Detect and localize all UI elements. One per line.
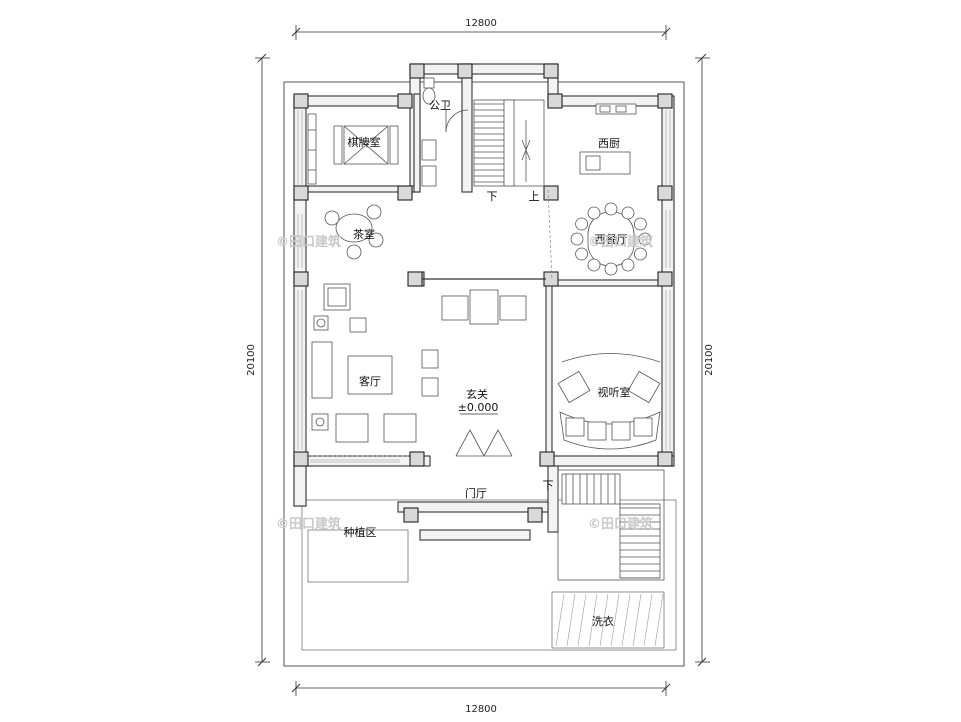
dining-table [570,202,652,276]
dining-chair [575,217,588,231]
hatch-line [588,593,598,647]
foyer-level-mark: ±0.000 [458,401,499,414]
dimension-top-text: 12800 [465,18,497,29]
dining-chair [638,232,652,246]
dining-chair [604,202,618,216]
av-room-seats [557,353,661,450]
room-label-tea-room: 茶室 [353,227,375,241]
room-label-chess-room: 棋牌室 [348,135,381,149]
dimension-bottom: 12800 [291,681,671,715]
hatch-line [654,593,664,647]
living-room-furniture [311,271,546,443]
yard-inner-boundary [301,499,677,651]
lower-staircase [557,469,665,581]
chess-table [307,113,399,185]
stair-down-label: 下 [487,190,498,203]
dining-chair [634,247,647,261]
main-staircase [473,99,545,187]
dimension-bottom-text: 12800 [465,704,497,715]
hatch-line [555,593,565,647]
dining-chair [621,206,635,220]
hatch-line [621,593,631,647]
room-label-laundry: 洗衣 [592,614,614,628]
room-label-entrance-hall: 门厅 [465,486,487,500]
wc-fixtures [421,77,469,187]
room-label-av-room: 视听室 [598,385,631,399]
watermark-4: ©田口建筑 [588,516,653,532]
dining-chair [621,258,635,272]
room-label-western-dining: 西餐厅 [595,232,628,246]
laundry-area [551,591,665,649]
site-boundary [283,81,685,667]
stair-up-label: 上 [529,190,540,203]
hatch-line [632,593,642,647]
dimension-right: 20100 [695,53,715,667]
hatch-line [610,593,620,647]
planting-bed [307,529,409,583]
hatch-line [566,593,576,647]
hatch-line [577,593,587,647]
room-label-western-kitchen: 西厨 [598,137,620,150]
hatch-line [599,593,609,647]
kitchen-fixtures [579,103,637,175]
dining-chair [587,258,601,272]
dining-divider [547,189,553,281]
dimension-left: 20100 [246,53,270,667]
room-label-foyer: 玄关 [466,387,488,401]
room-label-living-room: 客厅 [359,374,381,388]
dining-chair [570,232,584,246]
dining-chair [634,217,647,231]
dining-chair [575,247,588,261]
watermark-3: ©田口建筑 [276,516,341,532]
dining-chair [587,206,601,220]
room-label-planting-area: 种植区 [344,525,377,539]
tea-table [324,204,384,260]
watermark-1: ©田口建筑 [276,234,341,250]
lower-stair-down-label: 下 [543,479,554,492]
room-label-public-wc: 公卫 [429,99,451,112]
watermark-2: ©田口建筑 [588,234,653,250]
dimension-right-text: 20100 [704,344,715,376]
windows [297,110,671,463]
dimension-left-text: 20100 [246,344,257,376]
dining-chair [604,262,618,276]
dimension-top: 12800 [291,18,671,40]
entrance-door [455,429,513,457]
hatch-line [643,593,653,647]
